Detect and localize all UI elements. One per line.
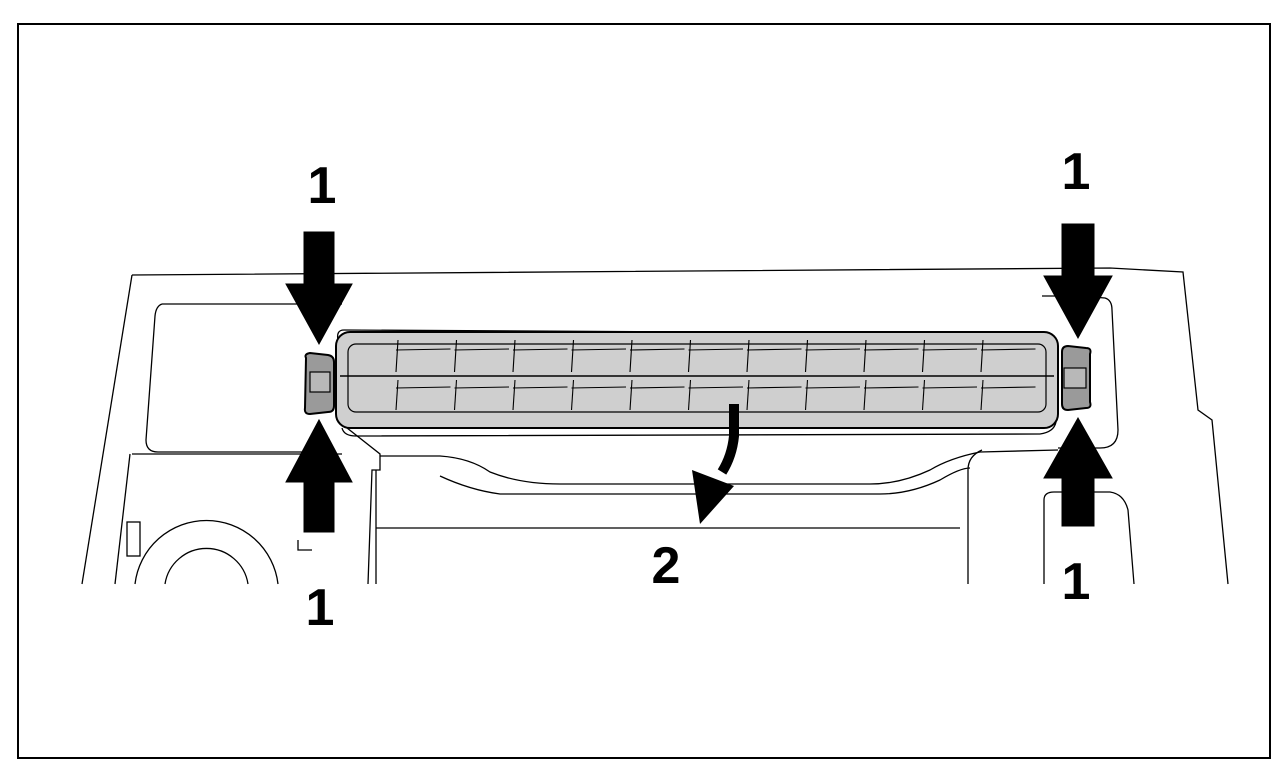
arrow-up-icon: [1043, 416, 1113, 527]
filter-slat: [629, 386, 685, 389]
filter-slat: [980, 386, 1036, 389]
arrow-down-icon: [285, 231, 353, 346]
filter-inner-frame: [347, 343, 1047, 413]
filter-slat: [395, 386, 451, 389]
filter-slat: [512, 348, 568, 351]
dashboard-outline: [81, 267, 1229, 585]
filter-slat: [746, 339, 750, 373]
clip-right: [1061, 344, 1092, 412]
filter-slat: [570, 379, 575, 411]
filter-slat: [863, 339, 867, 373]
filter-slat: [570, 339, 575, 373]
filter-slat: [571, 348, 627, 351]
filter-slat: [512, 379, 516, 411]
filter-slat: [980, 379, 984, 411]
callout-remove-direction: 2: [651, 537, 681, 595]
filter-slat: [805, 386, 861, 389]
filter-slat: [629, 339, 633, 373]
callout-clip-bottom-left: 1: [305, 579, 335, 637]
filter-slat: [863, 348, 919, 351]
filter-slat: [980, 339, 984, 373]
filter-slat: [688, 386, 744, 389]
filter-slat: [804, 379, 809, 411]
filter-slat: [921, 339, 926, 373]
filter-slat: [922, 348, 978, 351]
filter-slat: [863, 379, 867, 411]
filter-slat: [512, 339, 516, 373]
filter-slat: [746, 379, 750, 411]
callout-clip-bottom-right: 1: [1061, 553, 1091, 611]
callout-clip-top-left: 1: [307, 157, 337, 215]
filter-slat: [921, 379, 926, 411]
filter-slat: [804, 339, 809, 373]
filter-slat: [629, 379, 633, 411]
filter-slat: [805, 348, 861, 351]
filter-slat: [922, 386, 978, 389]
filter-slat: [512, 386, 568, 389]
filter-slat: [746, 386, 802, 389]
clip-left: [303, 351, 335, 416]
filter-slats: [395, 339, 1036, 411]
filter-slat: [571, 386, 627, 389]
filter-frame: [335, 331, 1059, 429]
filter-grille: [335, 331, 1059, 429]
arrow-down-icon: [1043, 223, 1113, 340]
filter-slat: [863, 386, 919, 389]
filter-slat: [454, 386, 510, 389]
filter-slat: [453, 379, 458, 411]
callout-clip-top-right: 1: [1061, 143, 1091, 201]
press-arrows: [285, 223, 1113, 533]
filter-slat: [746, 348, 802, 351]
filter-slat: [395, 379, 399, 411]
filter-slat: [980, 348, 1036, 351]
filter-slat: [395, 348, 451, 351]
filter-slat: [687, 339, 692, 373]
arrow-up-icon: [285, 418, 353, 533]
filter-slat: [453, 339, 458, 373]
filter-slat: [395, 339, 399, 373]
filter-slat: [688, 348, 744, 351]
filter-slat: [454, 348, 510, 351]
curved-arrow-icon: [692, 404, 739, 524]
filter-slat: [687, 379, 692, 411]
filter-slat: [629, 348, 685, 351]
